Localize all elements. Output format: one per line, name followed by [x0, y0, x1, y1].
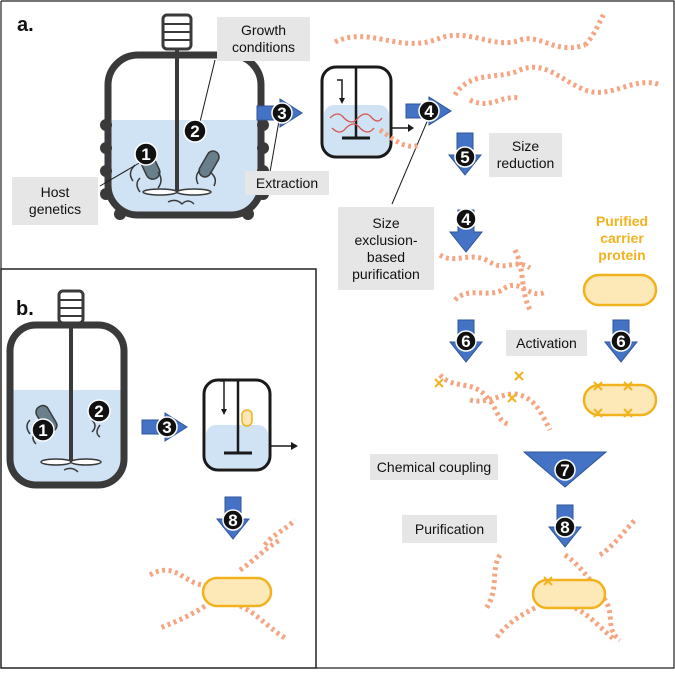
step-badge-s1: 1	[134, 142, 158, 166]
label-purification: Purification	[402, 515, 497, 543]
carrier-proteins	[201, 273, 658, 610]
extraction-vessel-a-icon	[320, 65, 414, 159]
label-purified-carrier-protein: Purified carrier protein	[595, 213, 649, 263]
step-badge-s8: 8	[554, 516, 576, 538]
polysaccharide-chain-icon	[438, 373, 511, 428]
activation-site-icon	[593, 381, 603, 391]
step-badge-s4: 4	[455, 208, 477, 230]
step-number: 1	[141, 145, 150, 164]
label-host-genetics: Host genetics	[12, 177, 98, 225]
polysaccharide-chain-icon	[148, 567, 206, 588]
polysaccharide-chain-icon	[512, 248, 533, 312]
polysaccharide-chain-icon	[492, 605, 537, 642]
step-badge-s6: 6	[455, 330, 477, 352]
bioreactor-a-icon	[100, 13, 269, 220]
step-number: 5	[460, 148, 469, 167]
step-badge-s5: 5	[454, 146, 476, 168]
step-badge-s7: 7	[554, 459, 576, 481]
polysaccharide-chain-icon	[262, 518, 297, 547]
step-number: 4	[424, 102, 434, 121]
polysaccharide-chain-icon	[453, 283, 547, 302]
label-size-exclusion: Size exclusion-based purification	[338, 207, 434, 290]
label-size-reduction: Size reduction	[489, 133, 562, 177]
polysaccharide-chain-icon	[378, 127, 421, 149]
polysaccharide-chain-icon	[482, 553, 503, 612]
polysaccharide-chain-icon	[238, 537, 282, 573]
step-number: 3	[162, 418, 171, 437]
step-number: 8	[560, 518, 569, 537]
activation-site-icon	[623, 381, 633, 391]
activation-site-icon	[514, 371, 524, 381]
carrier-protein-icon	[201, 576, 273, 608]
step-badge-s6: 6	[610, 330, 632, 352]
carrier-protein-icon	[582, 383, 658, 417]
label-chemical-coupling: Chemical coupling	[370, 454, 498, 480]
polysaccharide-chain-icon	[598, 518, 637, 558]
polysaccharide-chain-icon	[583, 10, 608, 47]
step-number: 2	[94, 402, 103, 421]
step-number: 6	[461, 332, 470, 351]
label-extraction: Extraction	[245, 171, 329, 195]
step-number: 3	[277, 104, 286, 123]
panel-a-letter: a.	[17, 14, 34, 36]
extraction-vessel-b-icon	[202, 378, 298, 472]
step-badge-s2: 2	[87, 399, 111, 423]
label-activation: Activation	[506, 330, 587, 356]
polysaccharide-chain-icon	[452, 64, 661, 97]
label-growth-conditions: Growth conditions	[217, 17, 310, 61]
carrier-protein-icon	[531, 578, 607, 610]
polysaccharide-chain-icon	[333, 32, 586, 51]
carrier-protein-icon	[582, 273, 658, 307]
step-badge-s3: 3	[156, 416, 178, 438]
step-badge-s4: 4	[418, 100, 440, 122]
step-number: 1	[38, 421, 47, 440]
polysaccharide-chain-icon	[573, 605, 617, 642]
activation-site-icon	[543, 576, 553, 586]
step-number: 6	[616, 332, 625, 351]
polysaccharide-chain-icon	[238, 603, 287, 641]
leader-lines	[99, 59, 430, 205]
step-number: 2	[190, 122, 199, 141]
polysaccharide-chain-icon	[468, 95, 521, 106]
activation-site-icon	[507, 393, 517, 403]
panel-b-letter: b.	[16, 298, 34, 320]
step-badge-s1: 1	[31, 418, 55, 442]
activation-site-icon	[434, 378, 444, 388]
step-number: 4	[461, 210, 471, 229]
panel-b-frame	[0, 268, 317, 669]
activation-site-icon	[593, 408, 603, 418]
step-badge-s2: 2	[183, 119, 207, 143]
activation-site-icon	[623, 408, 633, 418]
step-badge-s8: 8	[222, 509, 244, 531]
step-badge-s3: 3	[271, 102, 293, 124]
polysaccharide-chain-icon	[159, 603, 207, 631]
step-badges: 1 2 3 4 5 4 6 6 7 8 1 2 3 8	[31, 100, 632, 538]
step-number: 8	[228, 511, 237, 530]
step-number: 7	[560, 461, 569, 480]
